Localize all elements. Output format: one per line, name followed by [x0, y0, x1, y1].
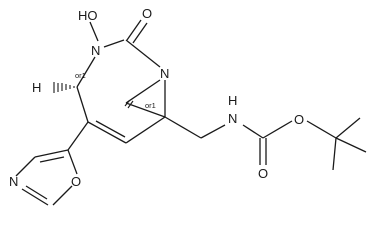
bond-c-o-double-b	[132, 22, 148, 44]
bond-ox-c2-n-inner	[25, 185, 48, 200]
bond-tbu-me1	[335, 117, 361, 139]
atom-o-carbonyl-carbamate: O	[258, 166, 268, 181]
bond-n-carbonyl	[103, 39, 125, 48]
bond-ox-c2-n	[21, 188, 49, 206]
bond-nh-carbamatec	[242, 124, 264, 139]
atom-carbonyl-o-urea: O	[142, 6, 152, 21]
bond-ox-c4-c5-inner	[39, 156, 65, 163]
atom-oxazole-o: O	[71, 174, 81, 189]
atom-nh-carbamate: N	[228, 111, 237, 126]
bond-ox-c4-c5	[34, 149, 69, 158]
atom-oxazole-n: N	[9, 174, 18, 189]
atom-h-stereo: H	[32, 80, 41, 95]
atom-h-carbamate: H	[228, 93, 237, 108]
bond-ch2arm-nh	[200, 124, 226, 139]
atom-labels: HO N O N H N H O O N O	[9, 6, 304, 189]
atom-o-ester: O	[294, 112, 304, 127]
stereo-label-left: or1	[75, 71, 86, 80]
bond-c-o-double-a	[126, 19, 142, 41]
bond-ox-c5-o	[67, 149, 78, 175]
bond-c4-cright	[125, 116, 166, 144]
bond-cleft-c3	[76, 86, 89, 123]
bond-oester-tbu	[306, 120, 337, 139]
bond-ox-n-c4	[15, 156, 36, 177]
bond-ch2-cright	[125, 102, 166, 118]
bond-c3-oxazole	[67, 121, 89, 151]
hashed-wedge-left	[53, 82, 75, 93]
bond-tbu-me3	[332, 137, 337, 171]
bond-ox-o-c2	[52, 185, 73, 206]
bond-carbamatec-oester	[262, 120, 293, 139]
bond-tbu-me2	[335, 137, 367, 153]
atom-n-hydroxy: N	[91, 43, 100, 58]
bond-carbonyl-n-bridge	[125, 39, 161, 68]
bond-nbridge-ch2	[125, 79, 161, 104]
bonds	[15, 19, 367, 206]
bond-n-cleft	[76, 56, 96, 88]
bond-n-oh	[89, 21, 99, 42]
atom-oh: HO	[78, 8, 98, 23]
stereo-label-right: or1	[145, 101, 156, 110]
atom-n-bridge: N	[160, 66, 169, 81]
bond-cright-ch2arm	[164, 116, 202, 139]
chemical-structure-diagram: HO N O N H N H O O N O or1 or1	[9, 6, 367, 206]
stereo-labels: or1 or1	[75, 71, 156, 110]
bond-c3-c4-inner	[95, 120, 126, 138]
bond-c3-c4	[87, 121, 127, 144]
hashed-wedge-right	[124, 100, 134, 109]
